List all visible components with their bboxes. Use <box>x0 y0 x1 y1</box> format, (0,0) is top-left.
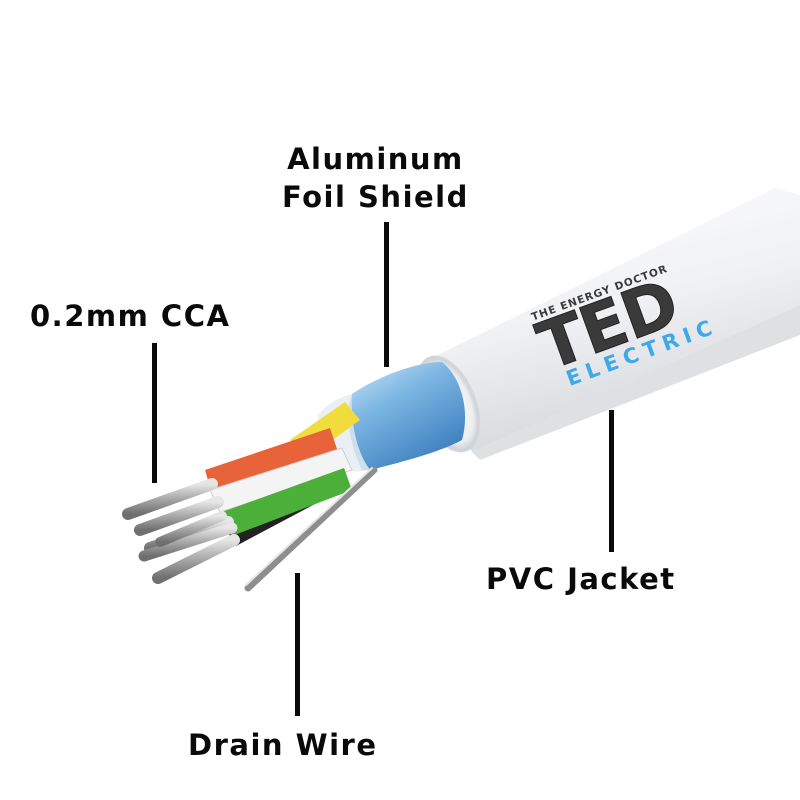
label-cca-conductor: 0.2mm CCA <box>30 299 231 333</box>
cca-strand <box>138 522 238 562</box>
label-aluminum-foil-shield: Aluminum Foil Shield <box>282 140 469 216</box>
label-foil-line1: Aluminum <box>287 142 464 176</box>
callout-line-drain <box>295 573 300 716</box>
cca-strand <box>152 534 240 584</box>
pvc-jacket <box>432 188 800 452</box>
drain-wire <box>244 466 378 592</box>
callout-line-foil <box>384 222 389 367</box>
pvc-jacket-shadow <box>472 305 800 460</box>
cca-strand <box>122 478 218 520</box>
label-pvc-jacket: PVC Jacket <box>486 562 676 596</box>
callout-line-cca <box>152 343 157 483</box>
label-foil-line2: Foil Shield <box>282 180 469 214</box>
foil-shield <box>351 362 466 470</box>
cca-conductors <box>122 478 240 584</box>
wire-orange <box>205 428 338 494</box>
cca-strand <box>155 511 227 547</box>
callout-line-pvc <box>609 410 614 552</box>
drain-wire-highlight <box>245 467 373 586</box>
wire-green <box>222 468 352 536</box>
label-drain-wire: Drain Wire <box>188 728 378 762</box>
cca-strand <box>134 496 224 536</box>
